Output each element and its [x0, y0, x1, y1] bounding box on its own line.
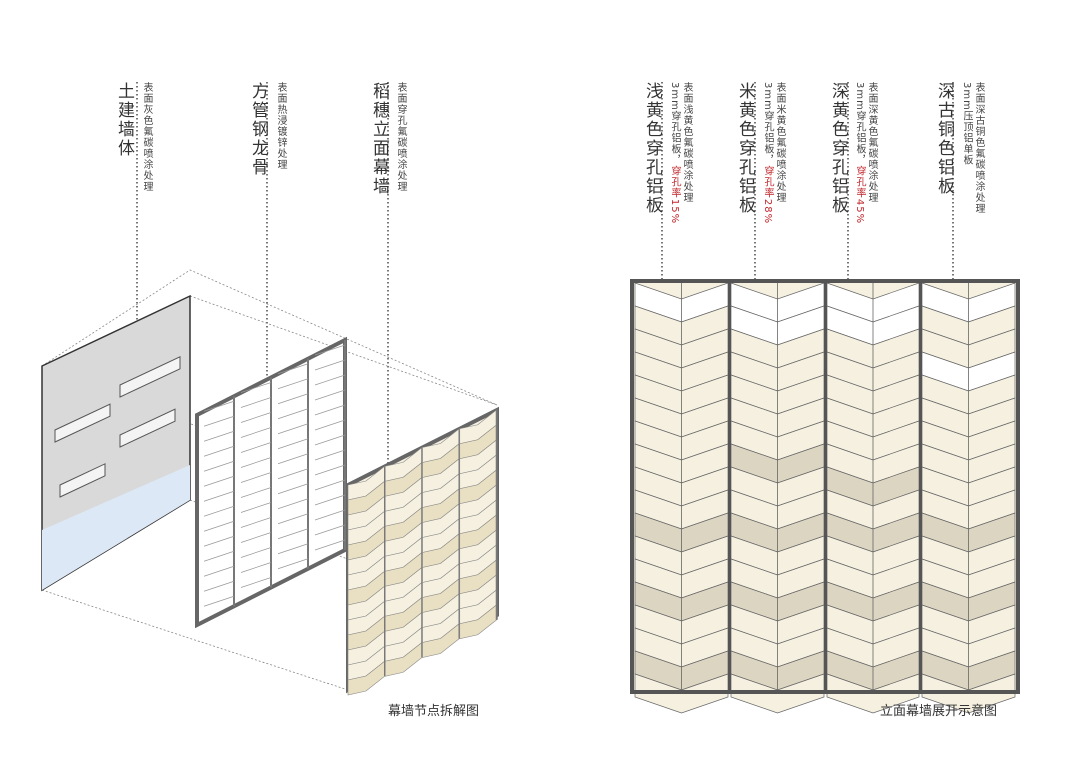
steel-brace — [240, 397, 272, 408]
guide-line — [41, 589, 349, 691]
steel-brace — [240, 457, 272, 468]
steel-brace — [203, 595, 235, 607]
label-curtain-wall: 稻穗立面幕墙 — [369, 82, 389, 196]
note2-light-yellow: 表面浅黄色氟碳喷涂处理 — [681, 82, 692, 203]
steel-brace — [277, 378, 309, 390]
steel-brace — [277, 468, 309, 480]
label-steel-keel: 方管钢龙骨 — [248, 82, 268, 177]
elevation-mullion — [919, 282, 922, 691]
steel-brace — [203, 550, 235, 562]
note2-bronze: 表面深古铜色氟碳喷涂处理 — [973, 82, 984, 214]
steel-brace — [240, 487, 272, 498]
steel-brace — [203, 490, 235, 502]
elevation-border — [630, 279, 1020, 694]
steel-brace — [277, 423, 309, 435]
label-dark-yellow: 深黄色穿孔铝板 — [828, 82, 848, 215]
steel-brace — [314, 359, 346, 371]
note-curtain-wall: 表面穿孔氟碳喷涂处理 — [395, 82, 406, 192]
steel-brace — [240, 517, 272, 528]
steel-brace — [314, 494, 346, 506]
steel-brace — [240, 502, 272, 513]
steel-brace — [277, 363, 309, 375]
label-light-yellow: 浅黄色穿孔铝板 — [642, 82, 662, 215]
steel-brace — [203, 445, 235, 457]
steel-brace — [277, 408, 309, 420]
caption-exploded: 幕墙节点拆解图 — [388, 704, 480, 719]
steel-brace — [277, 558, 309, 570]
steel-brace — [314, 404, 346, 416]
steel-brace — [277, 528, 309, 540]
wall-window — [59, 463, 106, 498]
steel-brace — [314, 419, 346, 431]
label-civil-wall: 土建墙体 — [114, 82, 134, 158]
steel-brace — [314, 539, 346, 551]
note-bronze: 3mm压顶铝单板 — [961, 82, 972, 166]
steel-brace — [314, 344, 346, 356]
steel-brace — [240, 577, 272, 588]
steel-brace — [277, 453, 309, 465]
steel-brace — [314, 509, 346, 521]
steel-brace — [203, 580, 235, 592]
elevation-mullion — [824, 282, 827, 691]
steel-brace — [240, 412, 272, 423]
wall-window — [119, 356, 181, 398]
note-steel-keel: 表面热浸镀锌处理 — [275, 82, 286, 170]
steel-brace — [240, 442, 272, 453]
steel-brace — [314, 524, 346, 536]
steel-brace — [240, 427, 272, 438]
steel-brace — [240, 472, 272, 483]
steel-brace — [314, 464, 346, 476]
wall-base-glass — [42, 465, 190, 590]
steel-brace — [277, 438, 309, 450]
steel-brace — [314, 434, 346, 446]
wall-window — [119, 408, 176, 448]
steel-brace — [314, 479, 346, 491]
guide-line — [41, 269, 498, 406]
steel-brace — [277, 393, 309, 405]
steel-brace — [240, 562, 272, 573]
steel-brace — [314, 374, 346, 386]
elevation-mullion — [728, 282, 731, 691]
steel-brace — [203, 505, 235, 517]
label-beige: 米黄色穿孔铝板 — [735, 82, 755, 215]
note-beige: 3mm穿孔铝板，穿孔率28% — [762, 82, 773, 225]
steel-brace — [240, 547, 272, 558]
caption-elevation: 立面幕墙展开示意图 — [880, 704, 998, 719]
wall-window — [54, 403, 111, 443]
note-civil-wall: 表面灰色氟碳喷涂处理 — [141, 82, 152, 192]
steel-brace — [277, 498, 309, 510]
steel-brace — [277, 483, 309, 495]
steel-brace — [277, 543, 309, 555]
steel-brace — [203, 520, 235, 532]
steel-brace — [203, 535, 235, 547]
note2-dark-yellow: 表面深黄色氟碳喷涂处理 — [866, 82, 877, 203]
note2-beige: 表面米黄色氟碳喷涂处理 — [774, 82, 785, 203]
label-bronze: 深古铜色铝板 — [934, 82, 954, 196]
steel-brace — [203, 475, 235, 487]
note-dark-yellow: 3mm穿孔铝板，穿孔率45% — [854, 82, 865, 225]
steel-brace — [203, 430, 235, 442]
steel-brace — [314, 389, 346, 401]
steel-brace — [203, 460, 235, 472]
steel-brace — [203, 415, 235, 427]
steel-brace — [203, 565, 235, 577]
note-light-yellow: 3mm穿孔铝板，穿孔率15% — [669, 82, 680, 225]
steel-brace — [203, 400, 235, 412]
steel-brace — [277, 513, 309, 525]
steel-brace — [314, 449, 346, 461]
steel-brace — [240, 532, 272, 543]
steel-brace — [240, 382, 272, 393]
